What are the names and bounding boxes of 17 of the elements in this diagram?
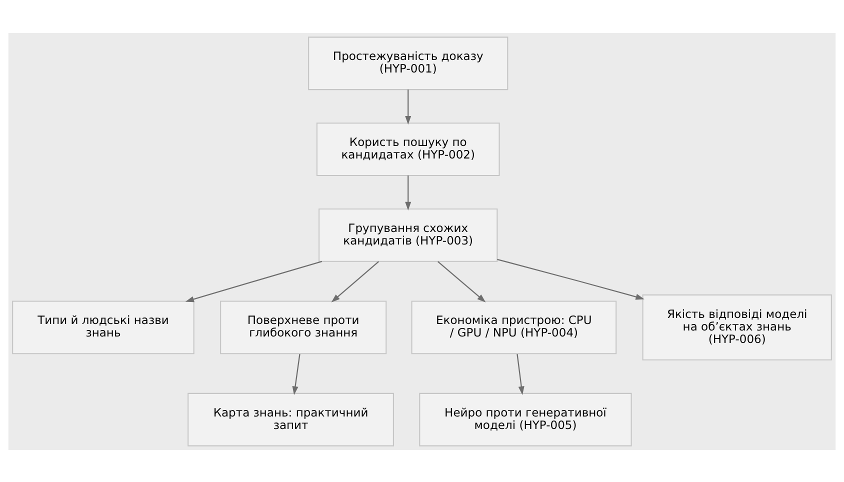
- arrow: [516, 353, 524, 394]
- node-box: Простежуваність доказу (HYP-001): [308, 36, 508, 90]
- arrow: [405, 89, 412, 124]
- node-box: Типи й людські назви знань: [12, 300, 194, 354]
- node-box: Економіка пристрою: CPU / GPU / NPU (HYP-004): [411, 300, 617, 354]
- node-box: Поверхневе проти глибокого знання: [220, 300, 387, 354]
- arrow: [185, 260, 322, 302]
- arrow: [497, 258, 644, 300]
- node-box: Якість відповіді моделі на об’єктах знань (HYP-006): [642, 294, 832, 360]
- arrow: [405, 175, 412, 210]
- node-box: Групування схожих кандидатів (HYP-003): [318, 208, 498, 262]
- arrow: [292, 353, 300, 394]
- arrow: [438, 260, 486, 302]
- arrow: [331, 260, 380, 302]
- node-box: Нейро проти генеративної моделі (HYP-005): [419, 392, 632, 446]
- node-box: Карта знань: практичний запит: [188, 392, 394, 446]
- node-box: Користь пошуку по кандидатах (HYP-002): [316, 122, 500, 176]
